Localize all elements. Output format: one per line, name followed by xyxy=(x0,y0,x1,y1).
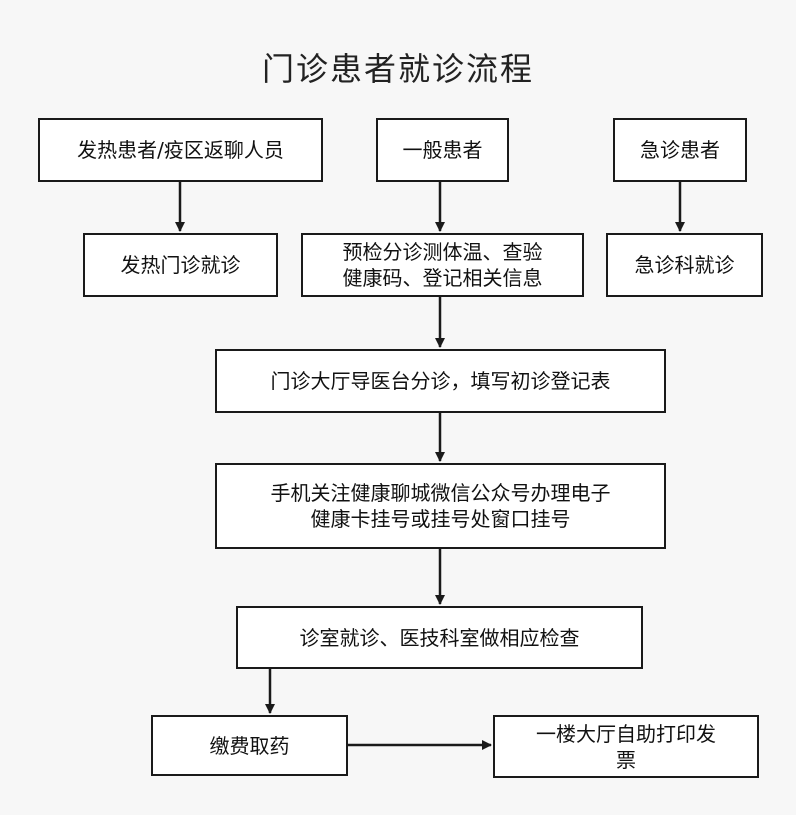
diagram-title: 门诊患者就诊流程 xyxy=(261,50,534,88)
node-emergency-patient: 急诊患者 xyxy=(613,118,747,182)
node-payment-label: 缴费取药 xyxy=(209,733,290,758)
node-consultation-label: 诊室就诊、医技科室做相应检查 xyxy=(299,625,580,650)
node-triage-desk-label: 门诊大厅导医台分诊，填写初诊登记表 xyxy=(270,369,611,393)
node-invoice-print-label: 一楼大厅自助打印发 票 xyxy=(536,721,716,772)
node-consultation: 诊室就诊、医技科室做相应检查 xyxy=(236,606,643,669)
node-fever-patient-label: 发热患者/疫区返聊人员 xyxy=(77,138,284,162)
node-emergency-department: 急诊科就诊 xyxy=(606,233,763,297)
node-registration: 手机关注健康聊城微信公众号办理电子 健康卡挂号或挂号处窗口挂号 xyxy=(215,463,666,549)
node-fever-clinic: 发热门诊就诊 xyxy=(83,233,278,297)
node-triage-desk: 门诊大厅导医台分诊，填写初诊登记表 xyxy=(215,349,666,413)
node-general-patient-label: 一般患者 xyxy=(402,138,483,162)
node-fever-patient: 发热患者/疫区返聊人员 xyxy=(38,118,323,182)
node-general-patient: 一般患者 xyxy=(376,118,509,182)
node-registration-label: 手机关注健康聊城微信公众号办理电子 健康卡挂号或挂号处窗口挂号 xyxy=(270,481,611,531)
node-fever-clinic-label: 发热门诊就诊 xyxy=(120,253,241,277)
node-payment: 缴费取药 xyxy=(151,715,348,776)
node-precheck-label: 预检分诊测体温、查验 健康码、登记相关信息 xyxy=(342,240,543,290)
node-invoice-print: 一楼大厅自助打印发 票 xyxy=(493,715,759,778)
node-emergency-patient-label: 急诊患者 xyxy=(640,138,720,162)
node-emergency-department-label: 急诊科就诊 xyxy=(634,253,735,277)
node-precheck: 预检分诊测体温、查验 健康码、登记相关信息 xyxy=(301,233,584,297)
